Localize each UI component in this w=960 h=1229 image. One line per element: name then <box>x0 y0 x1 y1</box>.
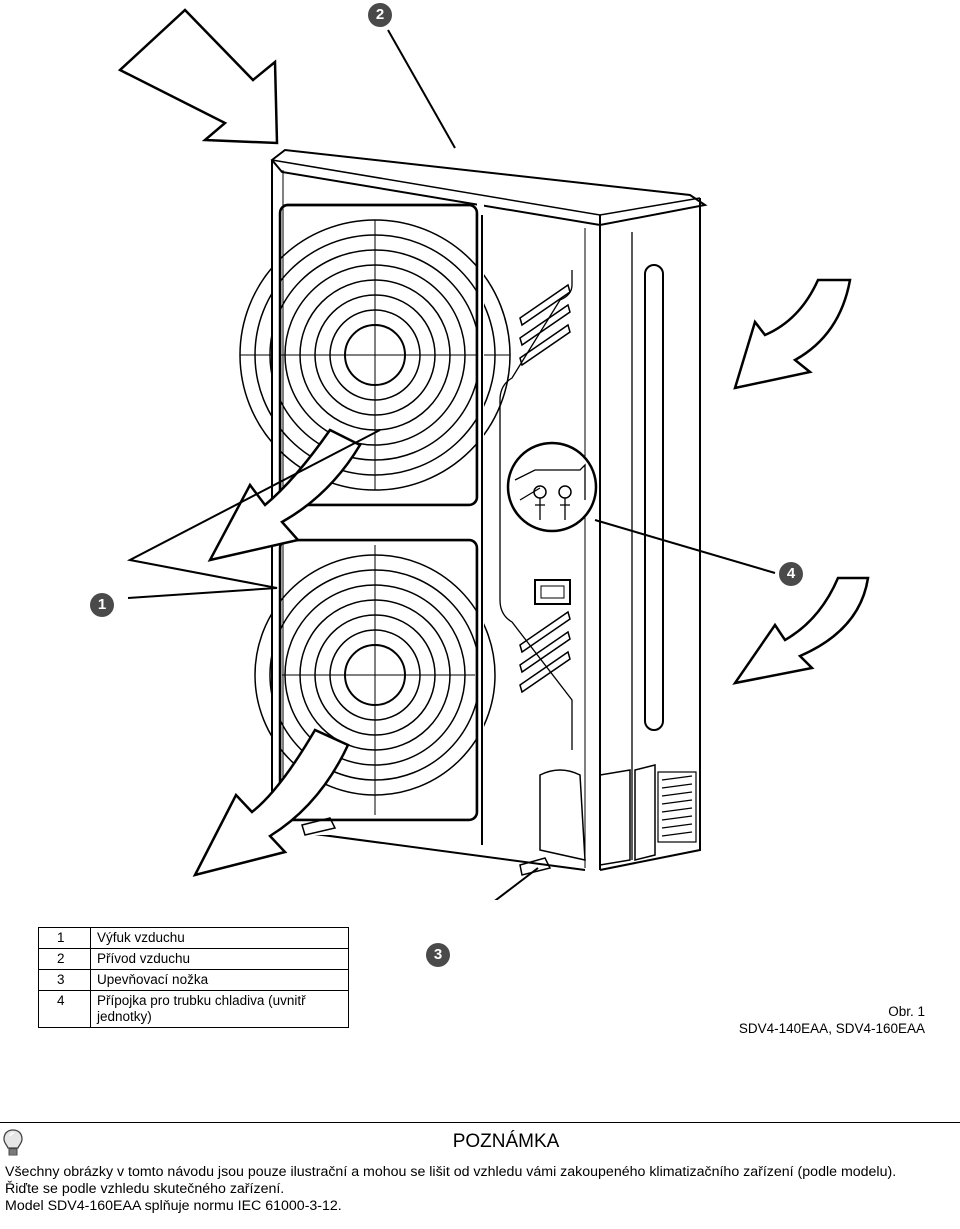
legend-number: 1 <box>37 927 92 949</box>
legend-row: 3 Upevňovací nožka <box>37 969 349 991</box>
legend-number: 3 <box>37 969 92 991</box>
figure-models: SDV4-140EAA, SDV4-160EAA <box>738 1021 925 1036</box>
lightbulb-icon <box>3 1129 23 1156</box>
note-line: Model SDV4-160EAA splňuje normu IEC 6100… <box>5 1198 342 1214</box>
legend-text: Přípojka pro trubku chladiva (uvnitř jed… <box>90 990 349 1028</box>
figure-caption: Obr. 1 SDV4-140EAA, SDV4-160EAA <box>739 1003 925 1037</box>
marker-4: 4 <box>779 562 803 586</box>
marker-3: 3 <box>426 943 450 967</box>
marker-2: 2 <box>368 3 392 27</box>
note-line: Řiďte se podle vzhledu skutečného zaříze… <box>5 1181 285 1197</box>
note-title: POZNÁMKA <box>452 1131 560 1152</box>
legend-text: Výfuk vzduchu <box>90 927 349 949</box>
legend-row: 1 Výfuk vzduchu <box>37 927 349 949</box>
note-body: Všechny obrázky v tomto návodu jsou pouz… <box>5 1164 960 1215</box>
legend-table: 1 Výfuk vzduchu 2 Přívod vzduchu 3 Upevň… <box>37 927 349 1028</box>
figure-label: Obr. 1 <box>888 1004 925 1019</box>
marker-1: 1 <box>90 593 114 617</box>
legend-row: 2 Přívod vzduchu <box>37 948 349 970</box>
outdoor-unit-illustration <box>117 8 870 900</box>
legend-text: Přívod vzduchu <box>90 948 349 970</box>
legend-number: 4 <box>37 990 92 1028</box>
legend-number: 2 <box>37 948 92 970</box>
legend-row: 4 Přípojka pro trubku chladiva (uvnitř j… <box>37 990 349 1028</box>
note-divider <box>0 1122 960 1123</box>
note-line: Všechny obrázky v tomto návodu jsou pouz… <box>5 1164 897 1180</box>
legend-text: Upevňovací nožka <box>90 969 349 991</box>
